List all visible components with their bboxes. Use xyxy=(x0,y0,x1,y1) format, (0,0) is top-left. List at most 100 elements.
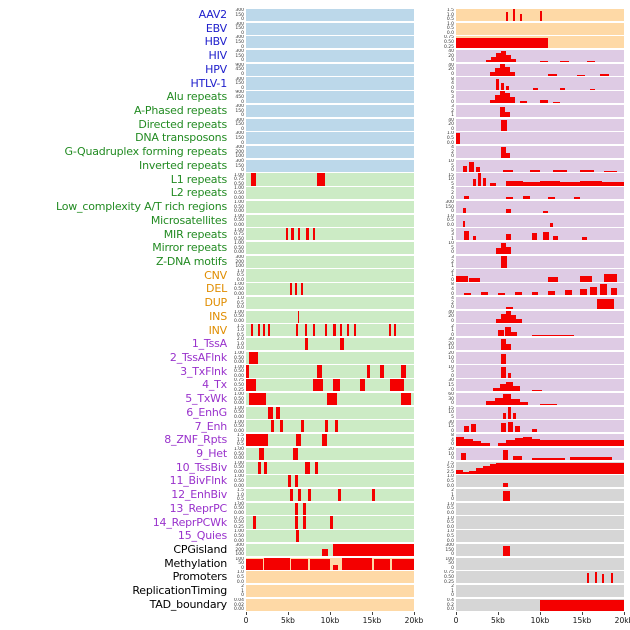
track-panel xyxy=(246,488,414,502)
y-tick-label: 1.00 xyxy=(233,447,244,452)
y-tick-label: 0.50 xyxy=(233,451,244,457)
y-tick-label: 30 xyxy=(448,396,454,402)
track-label: 11_BivFlnk xyxy=(169,474,228,488)
signal-bar xyxy=(504,112,510,117)
track-panel xyxy=(456,145,624,159)
signal-bar xyxy=(321,548,329,556)
y-tick-label: 100 xyxy=(235,264,244,269)
track-label: DUP xyxy=(204,296,227,310)
signal-bar xyxy=(543,231,550,241)
y-tick-label: 0.5 xyxy=(446,479,454,485)
signal-bar xyxy=(498,292,505,296)
signal-bar xyxy=(267,406,273,419)
y-tick-label: 4 xyxy=(451,145,454,151)
track-label: 5_TxWk xyxy=(185,392,227,406)
y-tick-label: 0 xyxy=(241,126,244,132)
signal-bar xyxy=(506,440,515,447)
x-tick-mark xyxy=(288,611,289,615)
track-label: L2 repeats xyxy=(170,186,227,200)
y-tick-label: 20 xyxy=(448,122,454,128)
track-panel xyxy=(246,461,414,474)
y-tick-label: 0 xyxy=(451,456,454,461)
signal-bar xyxy=(264,461,268,474)
y-tick-label: 60 xyxy=(448,392,454,398)
track-panel xyxy=(456,22,624,35)
y-tick-label: 1.00 xyxy=(233,186,244,192)
y-tick-label: 15 xyxy=(448,172,454,178)
y-tick-label: 0 xyxy=(241,58,244,63)
y-tick-label: 5 xyxy=(451,163,454,169)
y-tick-label: 0 xyxy=(451,154,454,159)
signal-bar xyxy=(333,379,341,392)
signal-bar xyxy=(393,324,396,337)
track-panel xyxy=(246,214,414,227)
track-label: Microsatellites xyxy=(150,213,227,227)
signal-bar xyxy=(597,299,614,310)
track-panel xyxy=(456,269,624,282)
y-tick-label: 20 xyxy=(448,341,454,347)
signal-bar xyxy=(501,147,506,159)
track-panel xyxy=(246,242,414,255)
y-tick-label: 0.5 xyxy=(446,136,454,142)
track-label: 3_TxFlnk xyxy=(180,364,227,378)
y-axis-ticks: 1.51.00.50.0 xyxy=(232,488,246,502)
signal-bar xyxy=(306,228,309,241)
signal-bar xyxy=(464,426,470,433)
signal-bar xyxy=(491,56,497,63)
y-tick-label: 1.00 xyxy=(233,227,244,233)
y-tick-label: 0.5 xyxy=(236,497,244,502)
y-tick-label: 300 xyxy=(445,200,454,206)
signal-bar xyxy=(508,373,512,378)
y-tick-label: 100 xyxy=(235,556,244,562)
y-tick-label: 0.25 xyxy=(233,524,244,530)
signal-bar xyxy=(489,71,495,76)
y-tick-label: 10 xyxy=(448,451,454,457)
signal-bar xyxy=(523,195,530,200)
y-tick-label: 0.75 xyxy=(443,570,454,576)
y-tick-label: 2 xyxy=(451,323,454,329)
signal-bar xyxy=(519,13,522,21)
signal-bar xyxy=(279,420,283,433)
y-tick-label: 0.50 xyxy=(443,40,454,46)
y-tick-label: 40 xyxy=(448,117,454,123)
signal-bar xyxy=(489,183,497,186)
y-tick-label: 20 xyxy=(448,350,454,356)
signal-bar xyxy=(499,384,507,392)
y-tick-label: 0 xyxy=(241,99,244,105)
signal-bar xyxy=(482,465,490,474)
signal-bar xyxy=(573,462,591,474)
y-tick-label: 0.00 xyxy=(233,428,244,434)
track-label: ReplicationTiming xyxy=(132,584,227,598)
signal-bar xyxy=(492,387,500,392)
y-tick-label: 8 xyxy=(451,76,454,82)
y-tick-label: 300 xyxy=(445,543,454,549)
track-panel xyxy=(246,365,414,378)
y-tick-label: 10 xyxy=(448,177,454,183)
y-tick-label: 6 xyxy=(451,90,454,96)
track-panel xyxy=(246,187,414,200)
track-panel xyxy=(246,351,414,364)
y-tick-label: 5 xyxy=(451,227,454,233)
track-panel xyxy=(456,584,624,598)
signal-bar xyxy=(249,392,267,406)
y-tick-label: 1.00 xyxy=(233,501,244,507)
y-tick-label: 1.00 xyxy=(233,309,244,315)
y-tick-label: 0.50 xyxy=(233,204,244,210)
y-tick-label: 0.50 xyxy=(233,236,244,242)
signal-bar xyxy=(462,220,466,227)
signal-bar xyxy=(576,74,586,76)
y-tick-label: 0.00 xyxy=(233,401,244,406)
y-tick-label: 0.5 xyxy=(236,575,244,581)
